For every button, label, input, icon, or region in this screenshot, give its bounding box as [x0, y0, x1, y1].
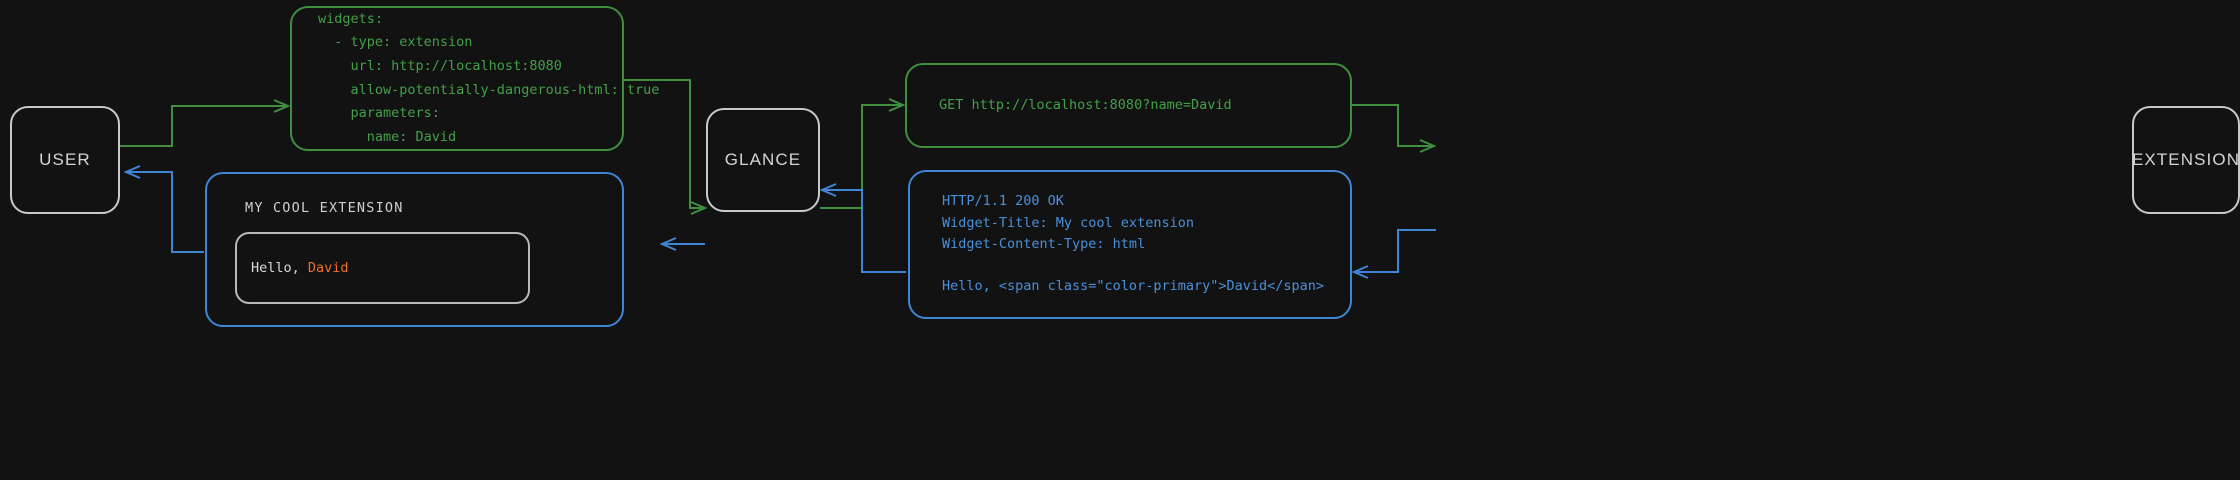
wire-glance-to-request [820, 105, 903, 209]
node-glance[interactable]: GLANCE [706, 108, 820, 212]
message-config-yaml: widgets: - type: extension url: http://l… [290, 6, 659, 151]
node-glance-label: GLANCE [724, 150, 802, 169]
wire-widget-to-user [126, 172, 204, 253]
http-response-text: HTTP/1.1 200 OK Widget-Title: My cool ex… [942, 193, 1325, 295]
node-user-label: USER [39, 150, 91, 169]
node-user[interactable]: USER [10, 106, 120, 214]
wire-config-to-glance [624, 79, 705, 208]
message-http-request: GET http://localhost:8080?name=David [905, 63, 1352, 148]
wire-request-to-extension [1352, 104, 1434, 146]
node-extension[interactable]: EXTENSION [2132, 106, 2240, 214]
wire-user-to-config [120, 106, 288, 147]
wire-extension-to-response [1354, 229, 1436, 272]
http-request-text: GET http://localhost:8080?name=David [939, 96, 1232, 113]
greeting-prefix: Hello, [251, 260, 308, 276]
wire-response-to-glance [822, 190, 906, 273]
config-yaml-text: widgets: - type: extension url: http://l… [318, 10, 659, 145]
rendered-widget-body: Hello, David [235, 232, 530, 304]
node-extension-label: EXTENSION [2131, 150, 2240, 169]
message-http-response: HTTP/1.1 200 OK Widget-Title: My cool ex… [908, 170, 1352, 319]
rendered-widget-greeting: Hello, David [237, 260, 349, 276]
rendered-widget-title: MY COOL EXTENSION [245, 200, 404, 216]
message-rendered-widget: MY COOL EXTENSION Hello, David [205, 172, 624, 327]
greeting-name: David [307, 260, 349, 276]
